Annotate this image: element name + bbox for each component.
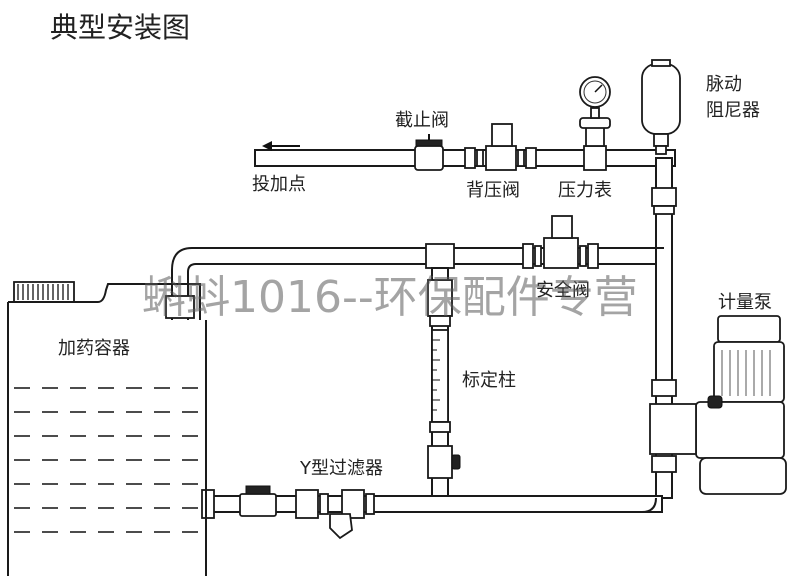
dosing-tank — [7, 281, 207, 576]
label-metering-pump: 计量泵 — [718, 292, 772, 313]
label-safety-valve: 安全阀 — [536, 280, 590, 301]
label-pressure-gauge: 压力表 — [558, 180, 612, 201]
calibration-tee — [425, 243, 455, 269]
label-calibration-column: 标定柱 — [462, 370, 516, 391]
metering-pump — [649, 315, 787, 495]
watermark-text: 蝌蚪1016--环保配件专营 — [142, 272, 638, 323]
stop-valve — [414, 134, 444, 171]
label-stop-valve: 截止阀 — [395, 110, 449, 131]
label-back-pressure-valve: 背压阀 — [466, 180, 520, 201]
pressure-gauge — [579, 76, 611, 171]
return-pipe — [165, 247, 664, 320]
pulse-damper — [641, 59, 681, 155]
diagram-title: 典型安装图 — [50, 11, 190, 44]
label-dosing-tank: 加药容器 — [58, 338, 130, 359]
gauge-needle-icon — [594, 84, 603, 93]
y-strainer — [295, 489, 375, 540]
inlet-valve — [201, 485, 277, 519]
label-pulse-damper-line1: 脉动 — [706, 74, 742, 95]
label-dosing-point: 投加点 — [252, 174, 306, 195]
back-pressure-valve — [464, 123, 537, 171]
calibration-column — [427, 267, 461, 499]
label-y-strainer: Y型过滤器 — [299, 458, 383, 479]
label-pulse-damper-line2: 阻尼器 — [706, 100, 760, 121]
flow-arrow-icon — [262, 141, 300, 151]
safety-valve — [522, 215, 599, 269]
